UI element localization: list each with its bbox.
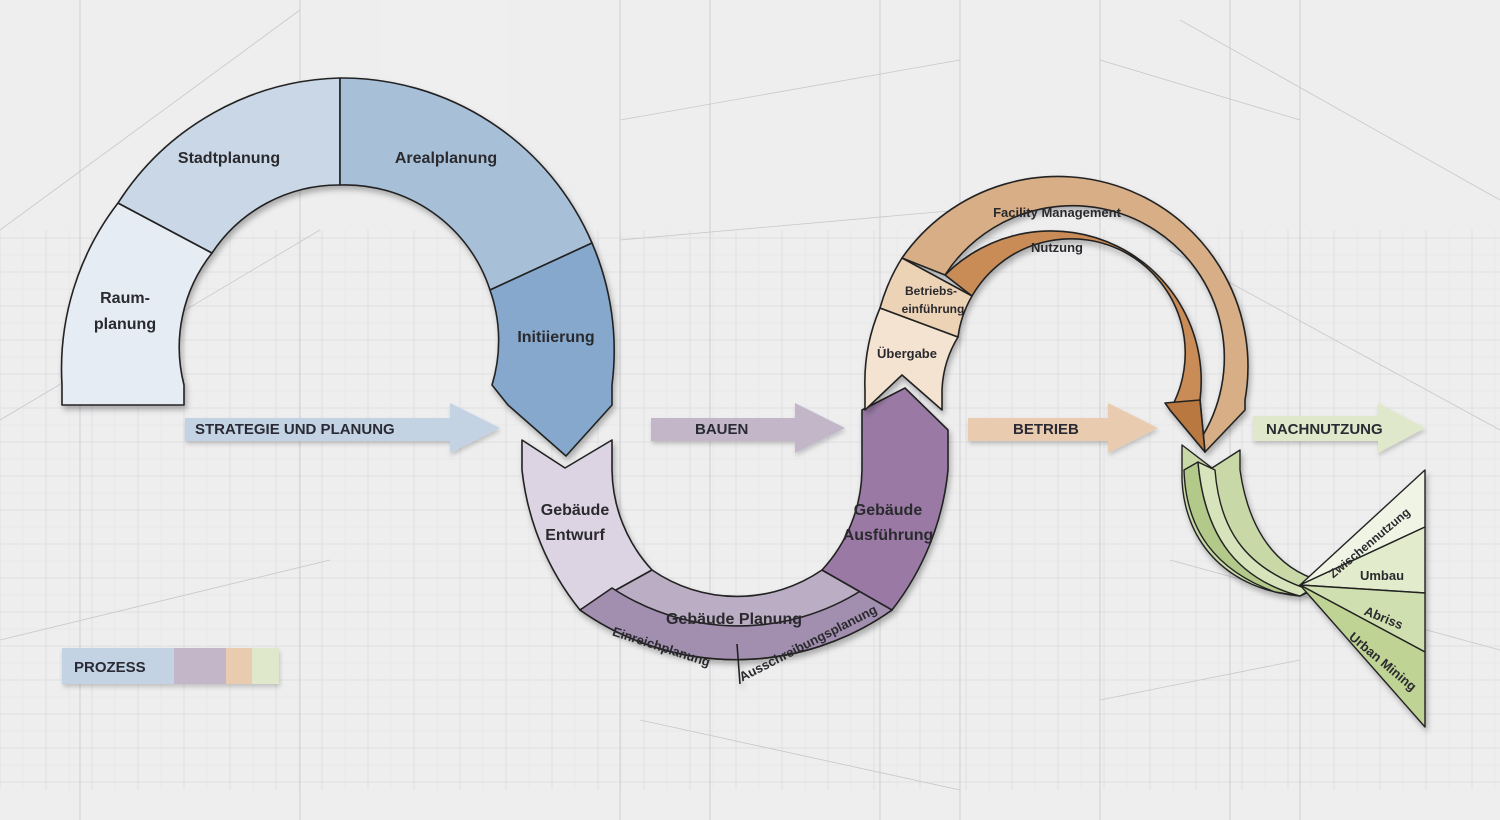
legend-swatch-nachnutzung	[252, 648, 279, 684]
label-raumplanung-2: planung	[94, 316, 156, 333]
label-stadtplanung: Stadtplanung	[178, 150, 280, 167]
label-arealplanung: Arealplanung	[395, 150, 497, 167]
label-facility-management: Facility Management	[993, 205, 1122, 220]
label-gebaeude-entwurf-1: Gebäude	[541, 502, 610, 519]
phase-arrow-nachnutzung: NACHNUTZUNG	[1253, 403, 1425, 453]
label-raumplanung-1: Raum-	[100, 290, 150, 307]
arch-strategie-planung	[60, 77, 615, 457]
label-gebaeude-entwurf-2: Entwurf	[545, 527, 605, 544]
fan-stem-inner2	[1197, 461, 1311, 597]
phase-arrow-betrieb: BETRIEB	[968, 403, 1158, 453]
arch-betrieb	[864, 175, 1249, 453]
segment-gebaeude-ausfuehrung	[821, 387, 949, 611]
label-betriebseinfuehrung-1: Betriebs-	[905, 284, 957, 298]
label-umbau: Umbau	[1360, 568, 1404, 583]
legend-swatch-bauen	[174, 648, 226, 684]
segment-initiierung	[489, 242, 615, 457]
label-gebaeude-planung: Gebäude Planung	[666, 611, 802, 628]
segment-stadtplanung	[117, 77, 341, 254]
fan-nachnutzung	[1181, 444, 1426, 728]
planung-divider	[736, 643, 741, 685]
legend-label: PROZESS	[74, 659, 146, 676]
legend-swatch-strategie	[62, 648, 174, 684]
label-gebaeude-ausfuehrung-2: Ausführung	[843, 527, 934, 544]
label-initiierung: Initiierung	[517, 329, 594, 346]
segment-nutzung-side	[1164, 399, 1206, 453]
phase-label-bauen: BAUEN	[695, 421, 748, 438]
legend: PROZESS	[62, 648, 279, 684]
segment-einreich-ausschreibung	[579, 587, 893, 661]
phase-label-betrieb: BETRIEB	[1013, 421, 1079, 438]
label-betriebseinfuehrung-2: einführung	[902, 302, 965, 316]
phase-arrow-strategie: STRATEGIE UND PLANUNG	[185, 403, 500, 453]
phase-arrow-bauen: BAUEN	[651, 403, 845, 453]
arch-bauen	[521, 387, 949, 685]
label-gebaeude-ausfuehrung-1: Gebäude	[854, 502, 923, 519]
legend-swatch-betrieb	[226, 648, 252, 684]
label-uebergabe: Übergabe	[877, 346, 937, 361]
phase-label-nachnutzung: NACHNUTZUNG	[1266, 421, 1383, 438]
phase-label-strategie: STRATEGIE UND PLANUNG	[195, 421, 395, 438]
segment-urban-mining	[1299, 584, 1426, 728]
label-nutzung: Nutzung	[1031, 240, 1083, 255]
